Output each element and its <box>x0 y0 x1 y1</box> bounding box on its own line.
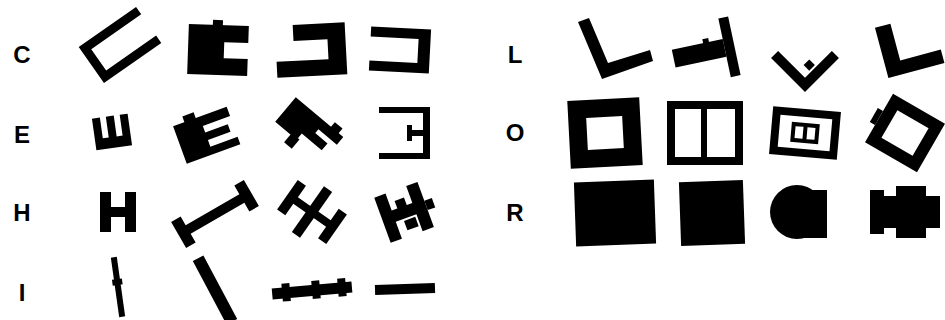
row-letter: E <box>14 123 30 147</box>
footprint <box>769 106 841 160</box>
row-letter: H <box>13 201 30 225</box>
footprint <box>771 24 839 92</box>
footprint <box>860 91 945 172</box>
row-letter: C <box>13 43 30 67</box>
footprint <box>369 26 431 73</box>
footprint <box>574 180 656 247</box>
footprint <box>375 283 435 295</box>
footprint <box>109 257 127 318</box>
footprint <box>567 97 642 169</box>
row-letter: I <box>19 281 26 305</box>
footprint <box>171 101 240 164</box>
footprint <box>667 101 743 165</box>
footprint <box>100 192 136 232</box>
row-letter: R <box>506 201 523 225</box>
footprint <box>875 13 944 78</box>
footprint <box>271 278 352 303</box>
footprint <box>193 255 237 320</box>
footprint <box>92 114 132 151</box>
footprint <box>275 22 348 78</box>
footprint <box>269 93 347 170</box>
footprint <box>379 107 430 159</box>
footprint <box>679 180 745 246</box>
footprint <box>870 186 940 238</box>
footprint <box>578 18 653 79</box>
footprint <box>187 19 249 76</box>
footprint <box>79 7 162 83</box>
footprint <box>271 172 352 252</box>
row-letter: L <box>508 43 523 67</box>
footprint <box>770 185 827 239</box>
row-letter: O <box>506 121 525 145</box>
footprint <box>171 180 259 248</box>
footprint <box>374 179 441 243</box>
footprint <box>667 16 740 88</box>
